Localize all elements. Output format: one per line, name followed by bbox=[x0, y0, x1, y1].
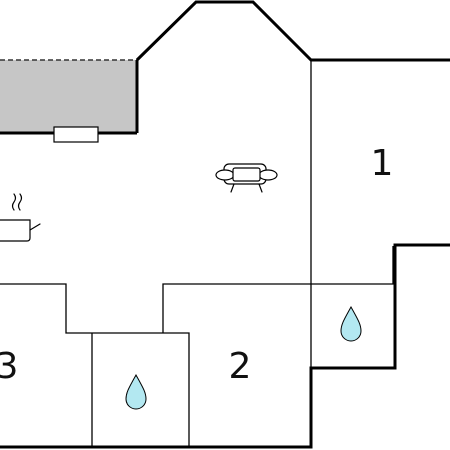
sofa-icon bbox=[215, 163, 278, 193]
water-drop-icon bbox=[340, 305, 362, 342]
water-drop-icon bbox=[125, 373, 147, 410]
room-number-1: 1 bbox=[371, 143, 394, 184]
cooking-pot-icon bbox=[0, 193, 41, 242]
room-number-3: 3 bbox=[0, 346, 18, 387]
interior-walls bbox=[0, 60, 394, 447]
window bbox=[53, 126, 99, 143]
room-number-2: 2 bbox=[229, 346, 252, 387]
terrace bbox=[0, 59, 139, 135]
